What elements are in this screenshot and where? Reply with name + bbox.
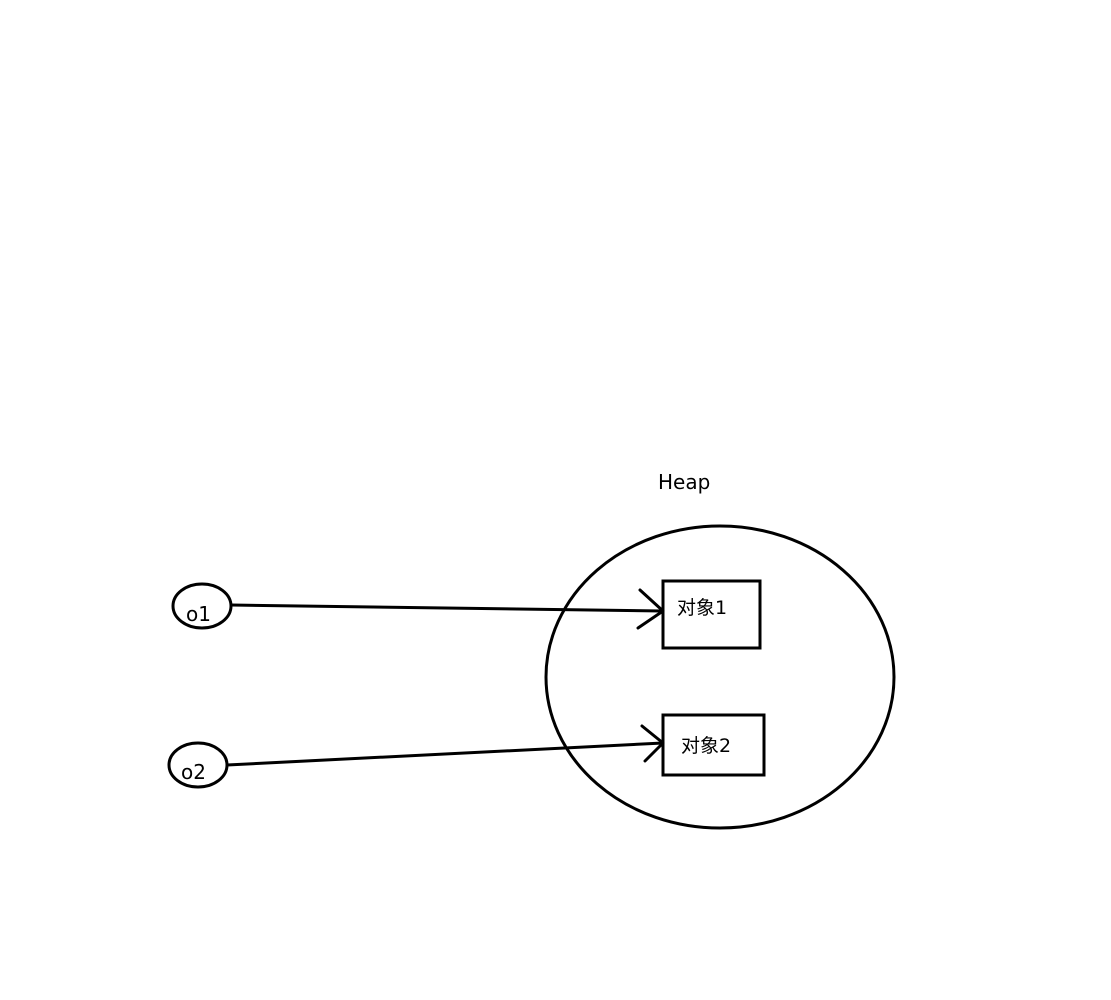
arrow-o2-head	[640, 724, 665, 763]
heap-object-2-label: 对象2	[681, 735, 731, 757]
heap-object-1-box	[661, 579, 762, 650]
arrow-o1-head	[636, 588, 665, 630]
reference-o2-label: o2	[181, 760, 206, 784]
heap-object-1: 对象1	[661, 579, 762, 650]
reference-o1-label: o1	[186, 602, 211, 626]
arrow-o2-shaft	[226, 741, 664, 767]
heap-region	[544, 524, 896, 830]
reference-o2: o2	[167, 741, 229, 789]
arrow-o1-to-object-1	[230, 588, 665, 630]
arrow-o1-shaft	[230, 603, 664, 613]
reference-o1: o1	[171, 582, 233, 630]
heap-label: Heap	[658, 470, 710, 494]
heap-object-1-label: 对象1	[677, 597, 727, 619]
arrow-o2-to-object-2	[226, 724, 665, 767]
heap-object-2: 对象2	[661, 713, 766, 777]
